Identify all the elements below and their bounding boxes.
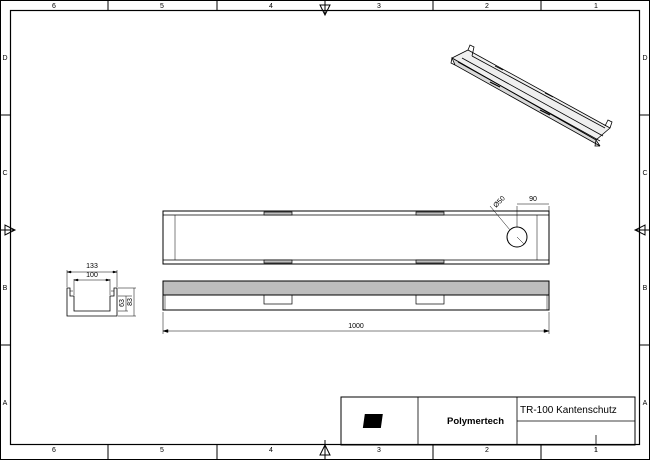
drawing-title: TR-100 Kantenschutz (520, 405, 617, 416)
col-label: 2 (485, 3, 489, 10)
col-label: 1 (594, 3, 598, 10)
column-labels-top: 6 5 4 3 2 1 (52, 3, 598, 10)
side-view (162, 280, 550, 311)
cross-section-dimensions (66, 270, 136, 317)
col-label: 3 (377, 447, 381, 454)
top-view (162, 210, 550, 265)
hole-offset-dimension: 90 (529, 196, 537, 203)
outer-width-dimension: 133 (86, 263, 98, 270)
row-label: A (3, 400, 8, 407)
col-label: 4 (269, 3, 273, 10)
length-dimension (162, 312, 550, 334)
inner-width-dimension: 100 (86, 272, 98, 279)
col-label: 1 (594, 447, 598, 454)
col-label: 2 (485, 447, 489, 454)
row-label: B (643, 285, 648, 292)
col-label: 6 (52, 447, 56, 454)
cross-section (66, 287, 118, 317)
company-name: Polymertech (447, 416, 504, 427)
sheet-number: 1 (594, 447, 598, 454)
col-label: 6 (52, 3, 56, 10)
col-label: 5 (160, 447, 164, 454)
column-labels-bottom: 6 5 4 3 2 1 (52, 447, 598, 454)
isometric-view (450, 44, 613, 147)
col-label: 3 (377, 3, 381, 10)
company-logo: Pt (362, 414, 443, 428)
outer-height-dimension: 83 (127, 298, 134, 306)
logo-letters: Pt (432, 417, 443, 428)
title-block (340, 396, 636, 446)
hole-diameter-dimension: Ø50 (492, 195, 506, 209)
inner-height-dimension: 63 (119, 299, 126, 307)
row-label: B (3, 285, 8, 292)
row-label: D (2, 55, 7, 62)
row-label: A (643, 400, 648, 407)
top-view-dimensions (489, 203, 550, 245)
length-dimension-label: 1000 (348, 323, 364, 330)
col-label: 5 (160, 3, 164, 10)
row-labels-right: D C B A (642, 55, 647, 407)
row-label: C (642, 170, 647, 177)
row-label: D (642, 55, 647, 62)
col-label: 4 (269, 447, 273, 454)
row-label: C (2, 170, 7, 177)
row-labels-left: D C B A (2, 55, 7, 407)
